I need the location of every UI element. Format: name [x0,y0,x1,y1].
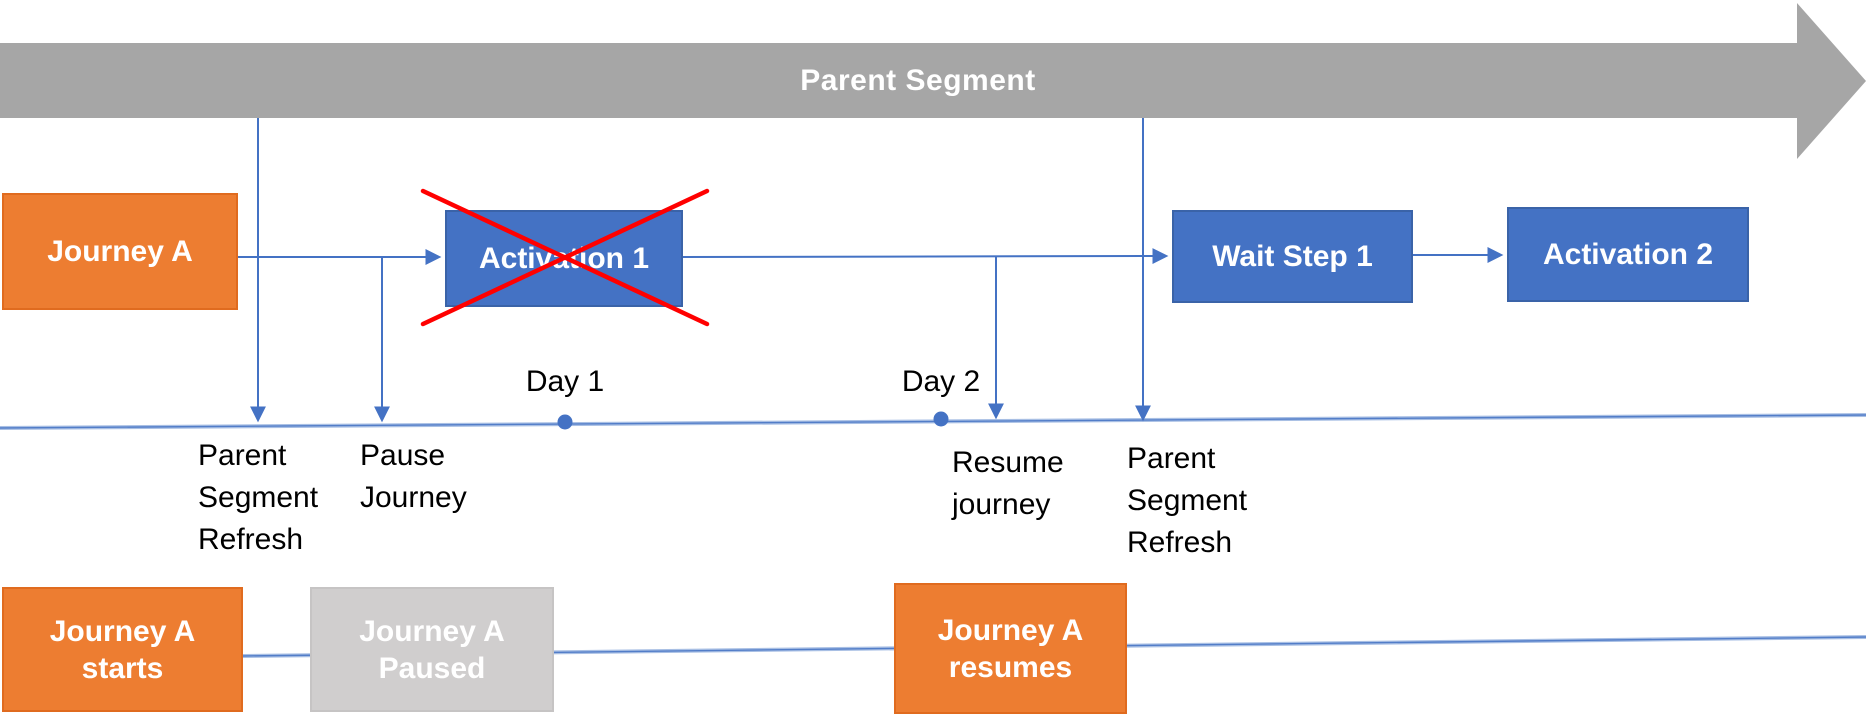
journey-a-node: Journey A [2,193,238,310]
pause-journey-label: Pause Journey [360,439,467,514]
parent-segment-refresh-2-label: Parent Segment Refresh [1127,442,1248,559]
parent-segment-refresh-1-label: Parent Segment Refresh [198,439,319,556]
wait-step-1-label: Wait Step 1 [1212,240,1373,273]
connector-activation1-waitstep1 [682,248,1169,265]
journey-a-paused-node: Journey A Paused [310,587,554,712]
day-1-label: Day 1 [525,365,605,398]
parent-segment-arrow [0,3,1866,159]
activation-2-label: Activation 2 [1542,238,1714,271]
journey-a-starts-node: Journey A starts [2,587,243,712]
day-1-dot [557,414,573,430]
parent-segment-label: Parent Segment [800,63,1036,97]
activation-2-node: Activation 2 [1507,207,1749,302]
day-2-dot [933,411,949,427]
day-2-label: Day 2 [901,365,981,398]
activation-1-node: Activation 1 [445,210,683,307]
activation-1-label: Activation 1 [478,242,650,275]
timeline-line [0,414,1866,429]
journey-a-label: Journey A [47,235,193,268]
wait-step-1-node: Wait Step 1 [1172,210,1413,303]
journey-a-resumes-node: Journey A resumes [894,583,1127,714]
resume-journey-label: Resume journey [952,446,1064,521]
